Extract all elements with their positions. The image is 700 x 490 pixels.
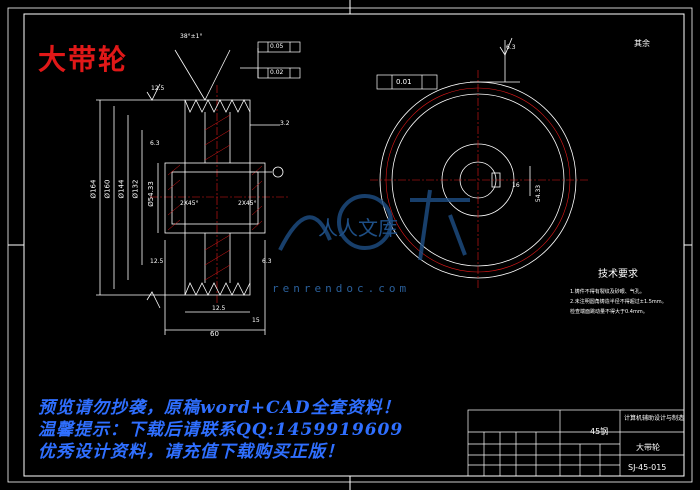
dim-length-12: 12.5 xyxy=(212,305,226,312)
section-view xyxy=(96,48,290,335)
roughness-4: 6.3 xyxy=(262,258,272,265)
chamfer-1: 2X45° xyxy=(180,200,199,207)
roughness-1: 12.5 xyxy=(151,85,165,92)
dim-d160: Ø160 xyxy=(103,179,112,199)
roughness-3: 3.2 xyxy=(280,120,290,127)
watermark-logo-text: 人人文库 xyxy=(318,216,398,240)
tech-req-3: 检查端面跳动量不得大于0.4mm。 xyxy=(570,309,648,315)
title-block-drawing-number: SJ-45-015 xyxy=(628,463,667,472)
watermark-text: renrendoc.com xyxy=(272,282,411,295)
tolerance-1: 0.05 xyxy=(270,43,284,50)
roughness-rest-label: 其余 xyxy=(634,39,650,48)
tolerance-frames xyxy=(257,41,438,90)
drawing-title: 大带轮 xyxy=(38,43,129,76)
title-block-material: 45钢 xyxy=(590,427,609,436)
hub-dim: 54.33 xyxy=(535,184,543,203)
title-block-part-name: 大带轮 xyxy=(636,443,660,452)
promo-line-2: 温馨提示：下载后请联系QQ:1459919609 xyxy=(38,420,404,440)
promo-line-1: 预览请勿抄袭，原稿word+CAD全套资料！ xyxy=(38,398,401,418)
tech-requirements-title: 技术要求 xyxy=(598,269,638,280)
dim-d164: Ø164 xyxy=(89,179,98,199)
roughness-2: 6.3 xyxy=(506,44,516,51)
dim-d132: Ø132 xyxy=(131,179,140,199)
roughness-5: 12.5 xyxy=(150,258,164,265)
watermark-logo xyxy=(278,189,470,261)
dim-length-15: 15 xyxy=(252,317,260,324)
dim-length-60: 60 xyxy=(210,330,219,338)
tech-req-2: 2.未注明圆角铸造半径不得超过±1.5mm。 xyxy=(570,299,667,305)
dim-d144: Ø144 xyxy=(117,179,126,199)
chamfer-2: 2X45° xyxy=(238,200,257,207)
front-view xyxy=(370,37,590,290)
tech-req-1: 1.铸件不得有裂纹及砂眼、气孔。 xyxy=(570,289,645,295)
tolerance-2: 0.02 xyxy=(270,69,284,76)
groove-angle-label: 38°±1° xyxy=(180,33,203,40)
title-block xyxy=(467,409,685,477)
dim-d54: Ø54.33 xyxy=(146,181,155,207)
roughness-6: 6.3 xyxy=(150,140,160,147)
tolerance-flat: 0.01 xyxy=(396,78,412,86)
keyway-dim: 16 xyxy=(512,182,520,189)
title-block-school: 计算机辅助设计与制造 xyxy=(624,415,685,422)
promo-line-3: 优秀设计资料，请充值下载购买正版！ xyxy=(38,442,344,462)
